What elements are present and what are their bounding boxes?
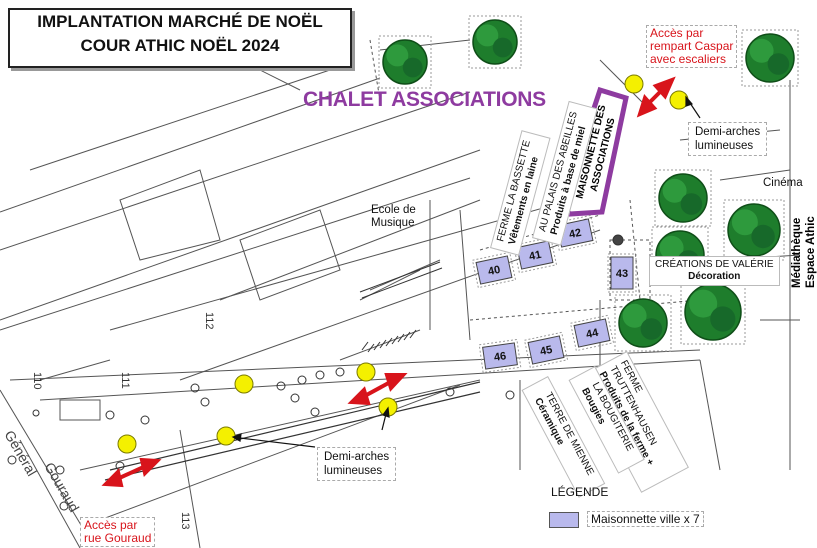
place-line: Espace Athic xyxy=(805,216,817,288)
vendor-name: CRÉATIONS DE VALÉRIE xyxy=(655,259,774,270)
tree-icon xyxy=(468,15,522,69)
demi-arches-label-bottom: Demi-arches lumineuses xyxy=(317,447,397,481)
lamp-icon xyxy=(356,362,376,382)
vendor-label-valerie: CRÉATIONS DE VALÉRIE Décoration xyxy=(649,256,780,286)
access-arrows xyxy=(101,76,676,488)
lamp-icon xyxy=(669,90,689,110)
tree-icon xyxy=(741,29,799,87)
access-line: Accès par xyxy=(650,26,704,40)
pointer-arrows xyxy=(231,95,701,448)
legend-title: LÉGENDE xyxy=(551,485,609,499)
access-line: rempart Caspar xyxy=(650,39,734,53)
lamps xyxy=(117,74,689,454)
lamp-icon xyxy=(216,426,236,446)
parcel-number: 111 xyxy=(119,372,131,389)
place-line: Ecole de xyxy=(371,204,416,216)
demi-arches-label-top: Demi-arches lumineuses xyxy=(688,122,768,156)
tree-icon xyxy=(680,279,746,345)
access-line: Accès par xyxy=(84,518,138,532)
place-line: Médiathèque xyxy=(791,217,803,288)
access-label-caspar: Accès par rempart Caspar avec escaliers xyxy=(646,25,738,68)
bollards xyxy=(7,234,624,511)
parcel-number: 113 xyxy=(179,512,191,530)
chalet-number: 42 xyxy=(568,227,582,241)
demi-arches-line: lumineuses xyxy=(324,465,383,477)
tree-icon xyxy=(723,199,785,261)
lamp-icon xyxy=(624,74,644,94)
cadastral-lines xyxy=(0,29,801,548)
map-title-line2: COUR ATHIC NOËL 2024 xyxy=(80,36,280,55)
parcel-number: 110 xyxy=(31,372,43,390)
vendor-detail: Décoration xyxy=(688,271,741,282)
hatched-area xyxy=(359,261,443,353)
tree-icon xyxy=(654,169,712,227)
double-arrow-icon xyxy=(347,373,408,406)
legend-item-label: Maisonnette ville x 7 xyxy=(587,511,704,527)
chalet-number: 41 xyxy=(528,249,542,263)
chalet-46: 46 xyxy=(478,338,522,374)
lamp-icon xyxy=(234,374,254,394)
parcel-number: 112 xyxy=(203,312,215,330)
chalet-43: 43 xyxy=(607,253,637,293)
access-label-gouraud: Accès par rue Gouraud xyxy=(80,517,156,547)
chalet-45: 45 xyxy=(523,331,569,369)
chalets: 40 41 42 43 44 45 46 xyxy=(471,214,637,374)
mediatheque-label: Médiathèque Espace Athic xyxy=(790,216,817,288)
street-name-line: Général xyxy=(1,428,40,479)
map-title-box: IMPLANTATION MARCHÉ DE NOËL COUR ATHIC N… xyxy=(8,8,352,68)
chalet-41: 41 xyxy=(512,236,558,274)
demi-arches-line: Demi-arches xyxy=(324,451,390,463)
tree-icon xyxy=(378,35,432,89)
place-line: Musique xyxy=(371,217,415,229)
map-title-line1: IMPLANTATION MARCHÉ DE NOËL xyxy=(37,12,323,31)
street-name: Général Gouraud xyxy=(1,428,82,515)
tree-icon xyxy=(614,294,672,352)
access-line: rue Gouraud xyxy=(84,531,152,545)
chalet-associations-title: CHALET ASSOCIATIONS xyxy=(303,88,546,111)
double-arrow-icon xyxy=(636,76,676,118)
chalet-40: 40 xyxy=(471,251,517,289)
access-line: avec escaliers xyxy=(650,52,727,66)
demi-arches-line: Demi-arches xyxy=(695,126,761,138)
parcel-numbers: 110 111 112 113 xyxy=(31,312,215,530)
chalet-44: 44 xyxy=(569,314,615,352)
chalet-number: 40 xyxy=(487,264,501,278)
street-name-line: Gouraud xyxy=(41,460,82,515)
legend-swatch xyxy=(549,512,579,528)
double-arrow-icon xyxy=(101,457,162,488)
demi-arches-line: lumineuses xyxy=(695,140,754,152)
cinema-label: Cinéma xyxy=(763,177,803,189)
lamp-icon xyxy=(117,434,137,454)
chalet-number: 43 xyxy=(616,268,628,280)
ecole-musique-label: Ecole de Musique xyxy=(371,204,416,230)
chalet-number: 45 xyxy=(539,344,553,358)
walkway xyxy=(104,381,481,481)
chalet-number: 46 xyxy=(493,350,507,364)
chalet-number: 44 xyxy=(585,327,600,341)
